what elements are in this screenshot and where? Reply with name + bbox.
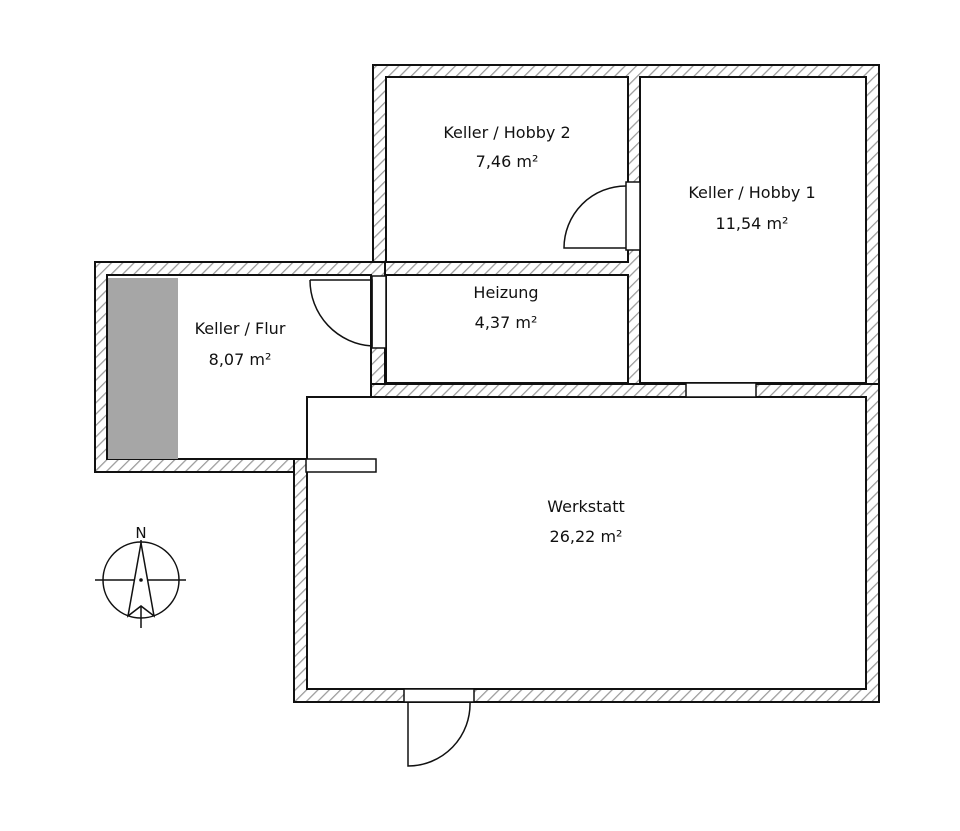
opening-heizung bbox=[371, 275, 387, 349]
room-name-werkstatt: Werkstatt bbox=[547, 497, 625, 516]
compass: N bbox=[95, 524, 186, 628]
opening-hobby2 bbox=[625, 181, 641, 251]
room-area-flur: 8,07 m² bbox=[209, 350, 272, 369]
opening-entrance bbox=[403, 688, 475, 703]
room-name-hobby1: Keller / Hobby 1 bbox=[688, 183, 815, 202]
room-hobby2 bbox=[385, 76, 629, 263]
compass-center bbox=[139, 578, 143, 582]
opening-hobby1 bbox=[685, 382, 757, 398]
door-swings bbox=[309, 185, 627, 767]
compass-label: N bbox=[135, 524, 146, 542]
room-name-heizung: Heizung bbox=[473, 283, 538, 302]
room-heizung bbox=[385, 274, 629, 384]
door-entrance bbox=[407, 701, 471, 767]
room-name-flur: Keller / Flur bbox=[195, 319, 286, 338]
room-name-hobby2: Keller / Hobby 2 bbox=[443, 123, 570, 142]
room-area-werkstatt: 26,22 m² bbox=[550, 527, 623, 546]
room-hobby1 bbox=[639, 76, 867, 384]
door-flur bbox=[309, 279, 373, 347]
room-labels: Keller / Hobby 2 7,46 m² Keller / Hobby … bbox=[195, 123, 816, 546]
room-area-hobby1: 11,54 m² bbox=[716, 214, 789, 233]
room-area-heizung: 4,37 m² bbox=[475, 313, 538, 332]
wall-openings bbox=[305, 181, 757, 703]
door-hobby2 bbox=[563, 185, 627, 249]
opening-flur bbox=[305, 458, 377, 473]
room-werkstatt bbox=[306, 396, 867, 690]
staircase bbox=[108, 278, 178, 459]
room-area-hobby2: 7,46 m² bbox=[476, 152, 539, 171]
